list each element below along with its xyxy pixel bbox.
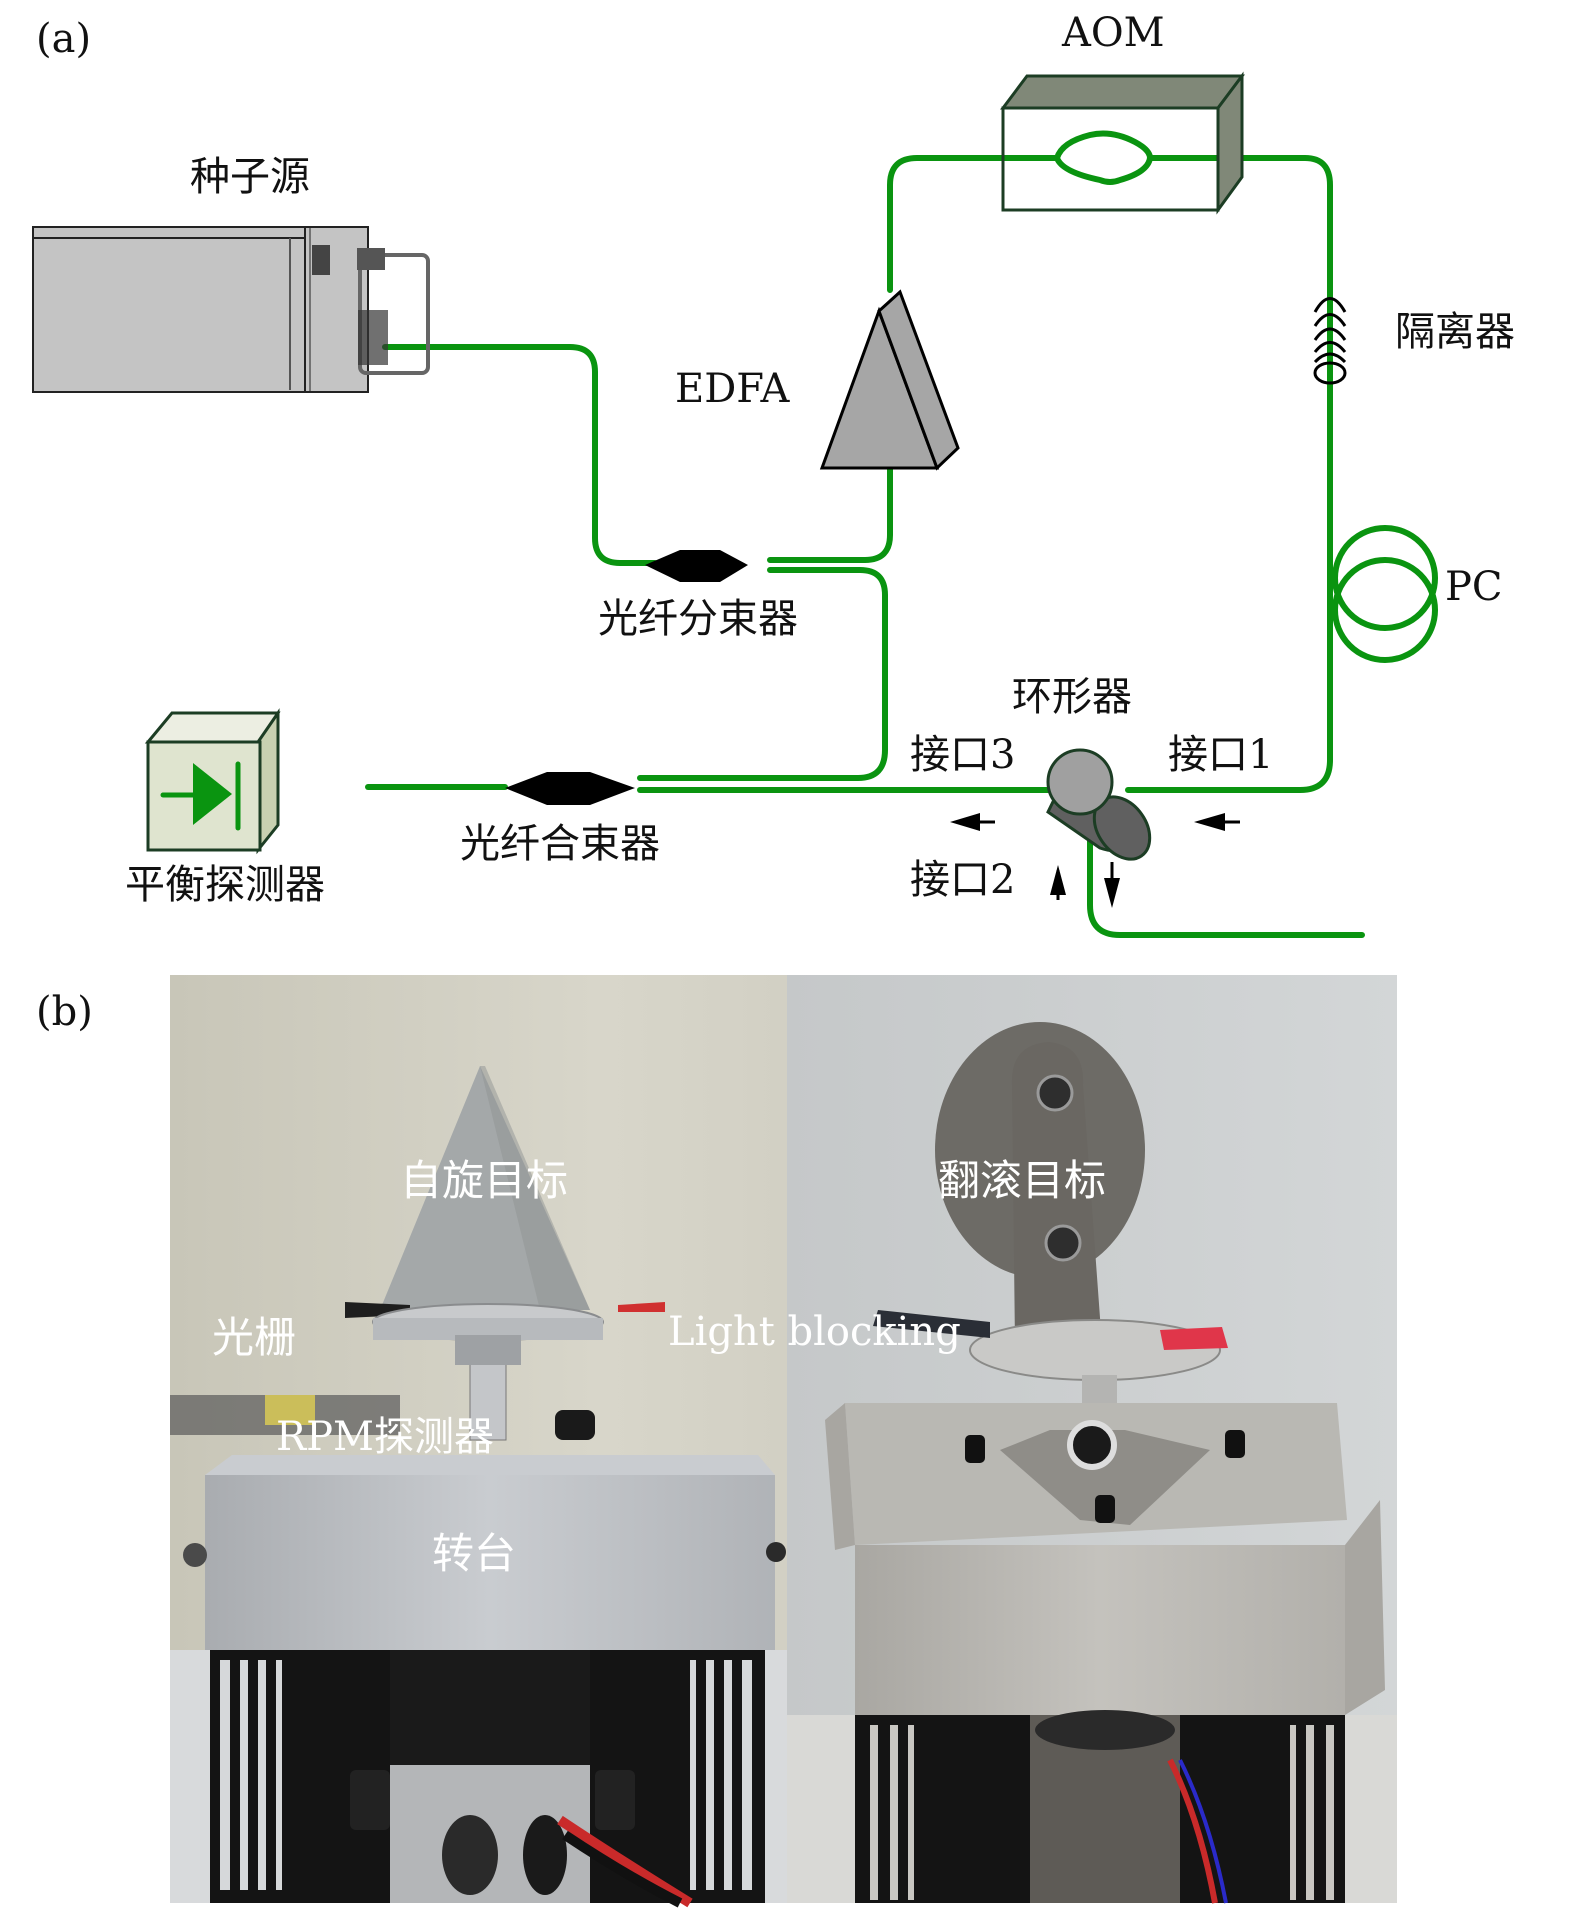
splitter-device [645, 550, 748, 582]
pc-loop-2 [1332, 557, 1438, 663]
pc-loop-1 [1332, 525, 1438, 631]
pc-label: PC [1445, 564, 1503, 610]
panel-a: (a) [32, 10, 1515, 938]
balanced-detector-label: 平衡探测器 [125, 862, 325, 908]
photo-spin-target [170, 975, 787, 1908]
aom-fiber-loop [1054, 130, 1153, 185]
diode-icon [193, 763, 232, 825]
fiber-splitter-to-combiner [637, 567, 888, 781]
splitter-label: 光纤分束器 [598, 596, 798, 642]
arrow-down-icon [1104, 862, 1120, 908]
grating-label: 光栅 [212, 1313, 296, 1362]
spin-target-label: 自旋目标 [400, 1156, 568, 1205]
isolator-label: 隔离器 [1395, 309, 1515, 355]
panel-b-tag: (b) [36, 989, 93, 1035]
balanced-detector-device [144, 708, 281, 855]
seed-source-label: 种子源 [190, 154, 310, 200]
light-blocking-label: Light blocking [668, 1309, 961, 1355]
edfa-label: EDFA [675, 366, 791, 412]
circulator-device [1046, 748, 1152, 861]
fiber-circulator-port2 [1087, 805, 1365, 938]
fiber-aom-to-isolator [1125, 155, 1333, 793]
aom-label: AOM [1061, 10, 1165, 56]
port3-label: 接口3 [910, 732, 1015, 778]
edfa-device [819, 289, 960, 471]
port2-label: 接口2 [910, 857, 1015, 903]
fiber-seed-to-splitter [382, 344, 658, 566]
isolator-device [1313, 297, 1347, 385]
direction-arrows [950, 813, 1240, 908]
fiber-splitter-to-edfa [767, 462, 893, 563]
fiber-network [365, 130, 1438, 938]
tumble-target-label: 翻滚目标 [938, 1156, 1106, 1205]
panel-b: (b) [36, 975, 1397, 1908]
photo-tumble-target [787, 975, 1397, 1904]
arrow-up-icon [1050, 865, 1066, 900]
fiber-edfa-to-aom [887, 155, 1060, 293]
combiner-label: 光纤合束器 [460, 821, 660, 867]
arrow-left-icon [950, 813, 995, 831]
combiner-device [505, 772, 635, 805]
circulator-label: 环形器 [1012, 674, 1132, 720]
aom-device [1000, 71, 1245, 215]
turntable-label: 转台 [432, 1529, 516, 1578]
arrow-left-icon [1194, 813, 1240, 831]
rpm-detector-label: RPM探测器 [276, 1414, 494, 1460]
port1-label: 接口1 [1168, 732, 1273, 778]
panel-a-tag: (a) [36, 16, 91, 62]
seed-source-device [32, 226, 430, 393]
